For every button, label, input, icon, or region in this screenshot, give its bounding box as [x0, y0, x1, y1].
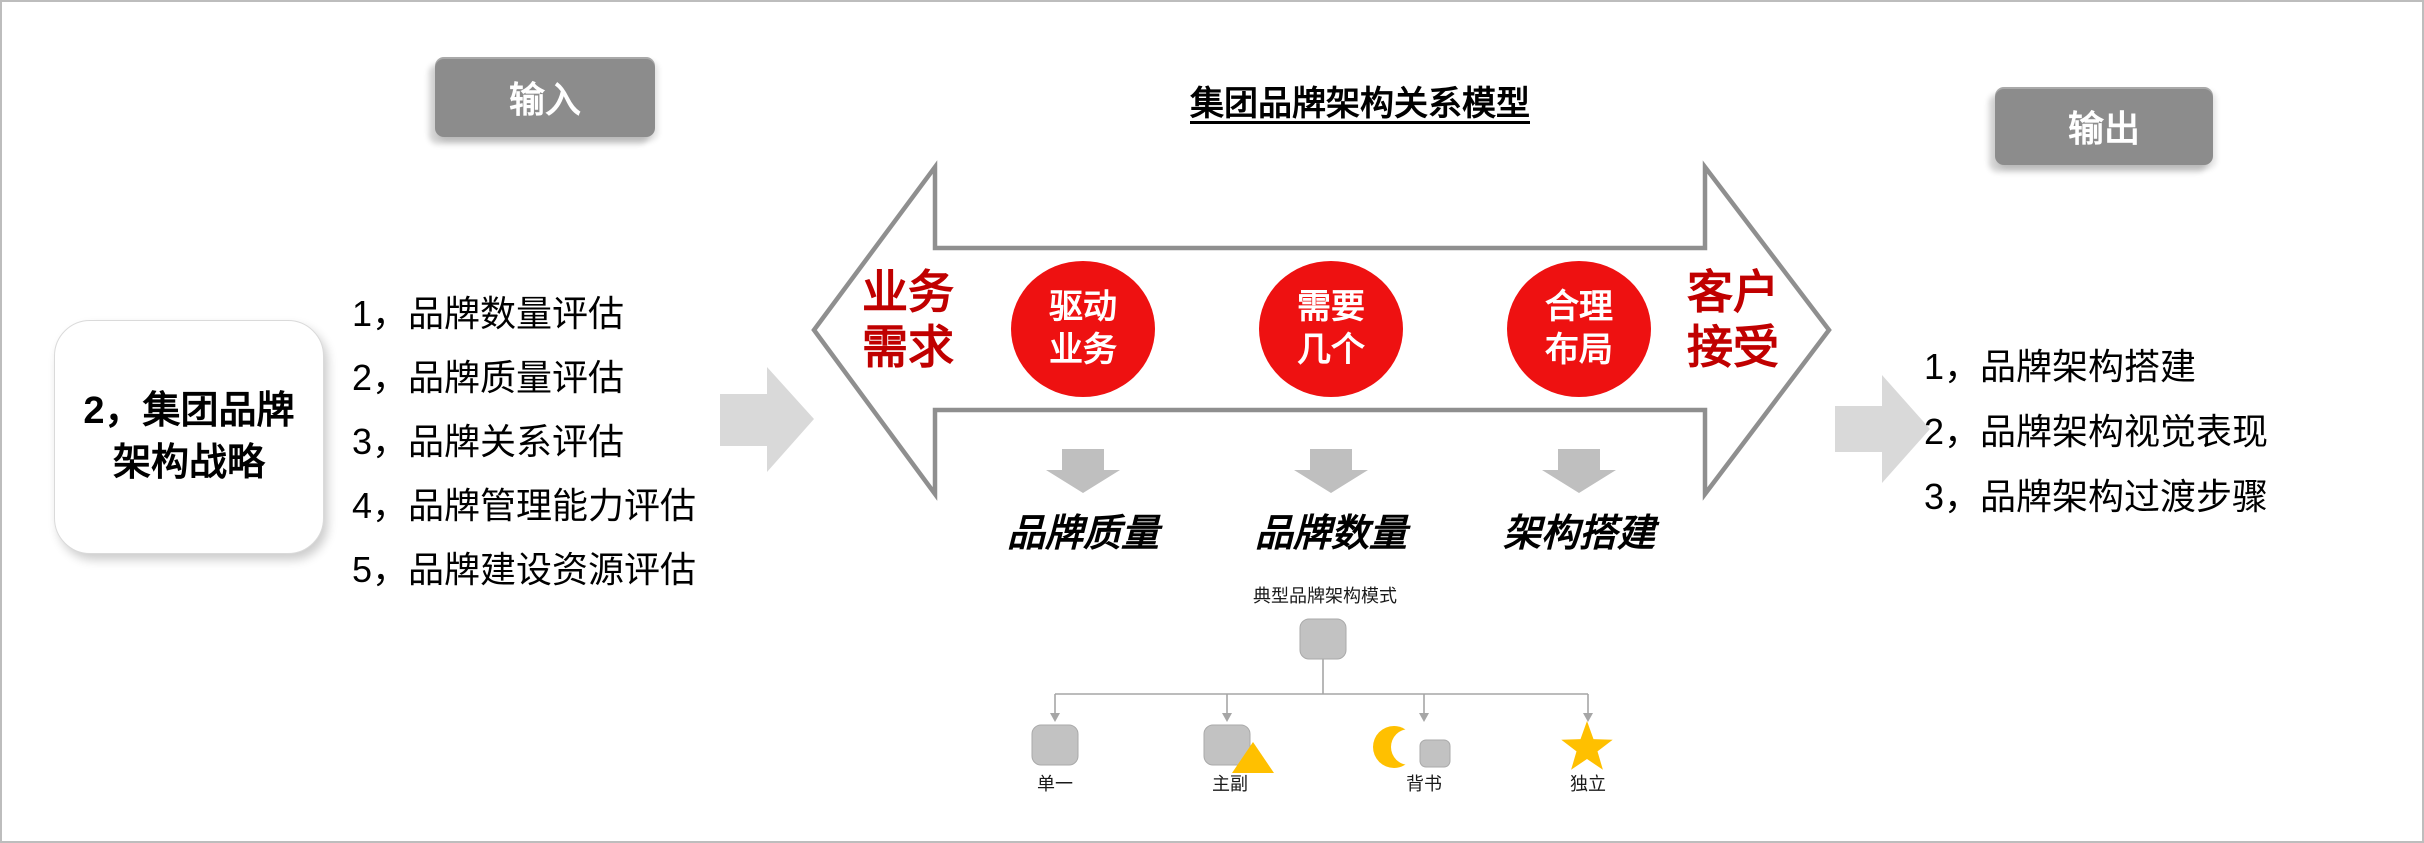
list-item: 3，品牌关系评估: [352, 421, 625, 462]
triangle-icon: [1232, 742, 1274, 773]
tree-arrowhead-icon: [1419, 713, 1429, 722]
strategy-step-box-line2: 架构战略: [112, 442, 265, 484]
tree-connector-lines: [1054, 659, 1589, 713]
business-need-line2: 需求: [862, 321, 954, 373]
down-arrow-icon: [1542, 449, 1616, 493]
list-item: 2，品牌质量评估: [352, 357, 625, 398]
model-circle-drive-business: 驱动 业务: [1011, 261, 1155, 397]
strategy-step-box: 2，集团品牌 架构战略: [54, 320, 324, 554]
star-icon: [1561, 721, 1613, 770]
business-need-label: 业务 需求: [828, 265, 988, 375]
circle-line2: 布局: [1545, 331, 1613, 369]
list-item: 1，品牌架构搭建: [1924, 346, 2197, 387]
tree-title: 典型品牌架构模式: [1253, 586, 1397, 606]
model-circle-how-many: 需要 几个: [1259, 261, 1403, 397]
list-item: 4，品牌管理能力评估: [352, 485, 697, 526]
list-item: 3，品牌架构过渡步骤: [1924, 476, 2269, 517]
down-arrow-icon: [1046, 449, 1120, 493]
caption-brand-quality: 品牌质量: [1006, 513, 1159, 555]
customer-accept-label: 客户 接受: [1653, 265, 1813, 375]
tree-label-endorsed: 背书: [1406, 774, 1442, 794]
tree-arrowhead-icon: [1583, 713, 1593, 722]
tree-label-independent: 独立: [1570, 774, 1606, 794]
caption-architecture-build: 架构搭建: [1502, 513, 1655, 555]
tree-arrowhead-icon: [1050, 713, 1060, 722]
output-button: 输出: [1995, 87, 2213, 165]
tree-arrowhead-icon: [1222, 713, 1232, 722]
model-circle-reasonable-layout: 合理 布局: [1507, 261, 1651, 397]
tree-root-node-icon: [1299, 618, 1347, 660]
output-flow-arrow-icon: [1835, 375, 1930, 483]
list-item: 1，品牌数量评估: [352, 293, 625, 334]
page-title: 集团品牌架构关系模型: [1190, 85, 1530, 123]
crescent-icon: [1373, 726, 1415, 768]
circle-line2: 几个: [1297, 331, 1365, 369]
customer-accept-line2: 接受: [1687, 321, 1779, 373]
list-item: 5，品牌建设资源评估: [352, 549, 697, 590]
circle-line1: 需要: [1297, 288, 1365, 326]
tree-label-single: 单一: [1037, 774, 1073, 794]
list-item: 2，品牌架构视觉表现: [1924, 411, 2269, 452]
tree-label-master-sub: 主副: [1212, 774, 1248, 794]
down-arrow-icon: [1294, 449, 1368, 493]
business-need-line1: 业务: [862, 266, 954, 318]
input-items-list: 1，品牌数量评估 2，品牌质量评估 3，品牌关系评估 4，品牌管理能力评估 5，…: [352, 282, 696, 602]
output-items-list: 1，品牌架构搭建 2，品牌架构视觉表现 3，品牌架构过渡步骤: [1924, 334, 2268, 529]
rounded-square-icon: [1203, 724, 1251, 766]
circle-line2: 业务: [1049, 331, 1117, 369]
rounded-square-icon: [1031, 724, 1079, 766]
strategy-step-box-line1: 2，集团品牌: [83, 390, 295, 432]
caption-brand-quantity: 品牌数量: [1254, 513, 1407, 555]
input-button: 输入: [435, 57, 655, 137]
circle-line1: 合理: [1545, 288, 1613, 326]
customer-accept-line1: 客户: [1687, 266, 1779, 318]
small-square-icon: [1419, 739, 1451, 768]
crescent-cutout: [1391, 729, 1427, 765]
circle-line1: 驱动: [1049, 288, 1117, 326]
input-flow-arrow-icon: [720, 367, 814, 472]
